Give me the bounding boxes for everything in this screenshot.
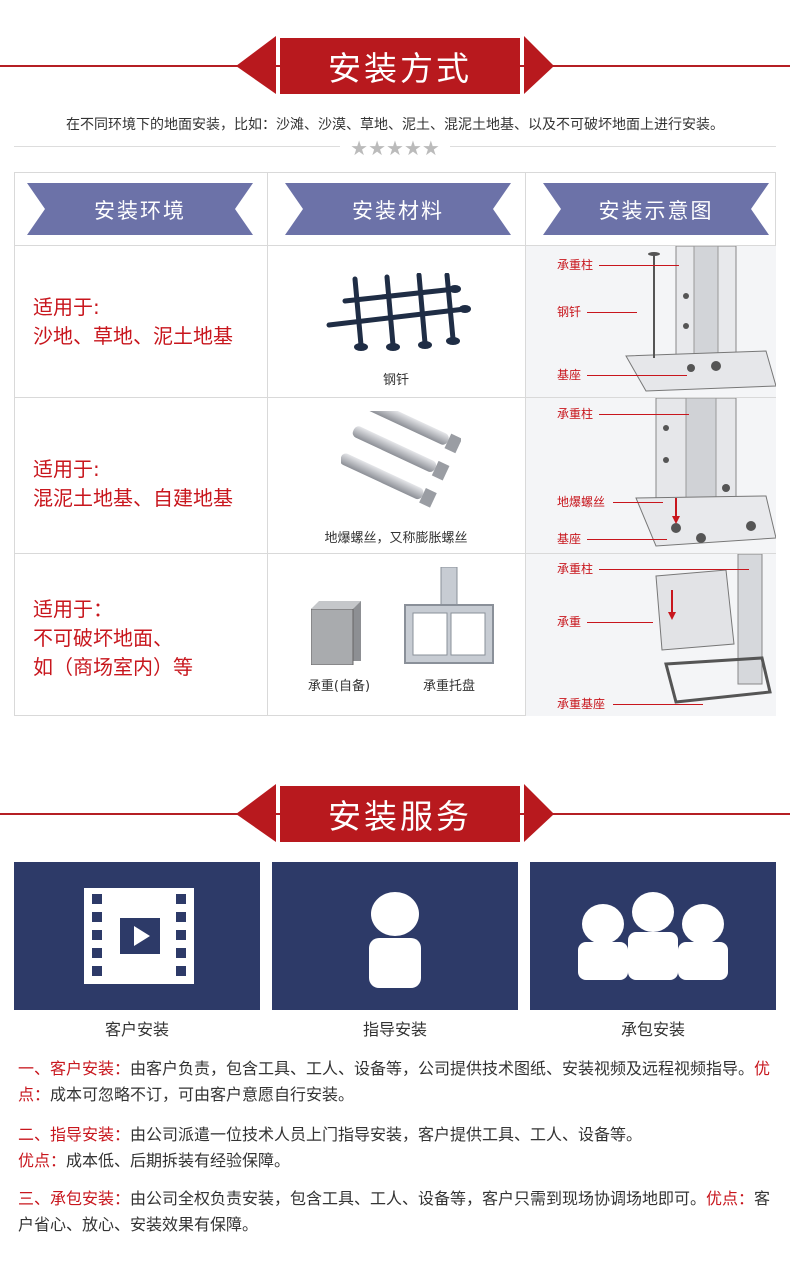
material-caption-tray: 承重托盘 bbox=[422, 679, 475, 694]
rating-stars: ★★★★★ bbox=[340, 136, 450, 160]
env-row-1: 适用于: 沙地、草地、泥土地基 bbox=[33, 295, 233, 348]
material-caption-stake: 钢钎 bbox=[382, 373, 409, 388]
card-guided-install bbox=[272, 862, 518, 1010]
section-title: 安装方式 bbox=[280, 38, 520, 94]
service-paragraph-3: 三、承包安装：由公司全权负责安装，包含工具、工人、设备等，客户只需到现场协调场地… bbox=[18, 1189, 771, 1234]
card-label: 承包安装 bbox=[620, 1020, 685, 1039]
group-icon bbox=[578, 892, 728, 980]
diagram-weight-install bbox=[526, 554, 776, 716]
diagram-label: 地爆螺丝 bbox=[557, 495, 606, 509]
env-row-3: 适用于： 不可破坏地面、 如（商场室内）等 bbox=[33, 597, 193, 679]
service-paragraph-2: 二、指导安装：由公司派遣一位技术人员上门指导安装，客户提供工具、工人、设备等。优… bbox=[18, 1125, 643, 1170]
banner-wings bbox=[236, 36, 554, 94]
install-method-table: 安装环境 安装材料 安装示意图 适用于: 沙地、草地、泥土地基 钢钎 bbox=[14, 172, 776, 716]
banner-wings bbox=[236, 784, 554, 842]
diagram-label: 承重基座 bbox=[557, 697, 606, 711]
section-banner-install-method: 安装方式 bbox=[0, 36, 790, 108]
weight-block-image bbox=[311, 601, 361, 665]
expansion-bolt-image bbox=[341, 411, 461, 508]
card-label: 客户安装 bbox=[104, 1020, 169, 1039]
diagram-label: 基座 bbox=[557, 532, 582, 546]
service-paragraph-1: 一、客户安装：由客户负责，包含工具、工人、设备等，公司提供技术图纸、安装视频及远… bbox=[18, 1059, 771, 1104]
diagram-stake-install bbox=[526, 246, 776, 397]
person-icon bbox=[369, 892, 421, 988]
env-row-2: 适用于: 混泥土地基、自建地基 bbox=[33, 457, 233, 510]
diagram-label: 承重柱 bbox=[557, 258, 594, 272]
steel-stake-image bbox=[326, 273, 471, 351]
card-contract-install bbox=[530, 862, 776, 1010]
card-label: 指导安装 bbox=[362, 1020, 427, 1039]
section-banner-install-service: 安装服务 bbox=[0, 784, 790, 856]
weight-tray-image bbox=[404, 567, 494, 664]
diagram-label: 基座 bbox=[557, 368, 582, 382]
material-caption-weight: 承重(自备) bbox=[307, 679, 371, 694]
material-caption-bolt: 地爆螺丝，又称膨胀螺丝 bbox=[324, 531, 468, 546]
card-customer-install bbox=[14, 862, 260, 1010]
video-icon bbox=[84, 888, 194, 984]
section-title: 安装服务 bbox=[280, 786, 520, 842]
intro-text: 在不同环境下的地面安装，比如：沙滩、沙漠、草地、泥土、混泥土地基、以及不可破坏地… bbox=[66, 117, 724, 133]
diagram-label: 承重柱 bbox=[557, 562, 594, 576]
diagram-label: 钢钎 bbox=[557, 305, 582, 319]
header-diagram: 安装示意图 bbox=[543, 183, 769, 235]
header-env: 安装环境 bbox=[27, 183, 253, 235]
diagram-label: 承重 bbox=[557, 615, 582, 629]
diagram-label: 承重柱 bbox=[557, 407, 594, 421]
header-material: 安装材料 bbox=[285, 183, 511, 235]
